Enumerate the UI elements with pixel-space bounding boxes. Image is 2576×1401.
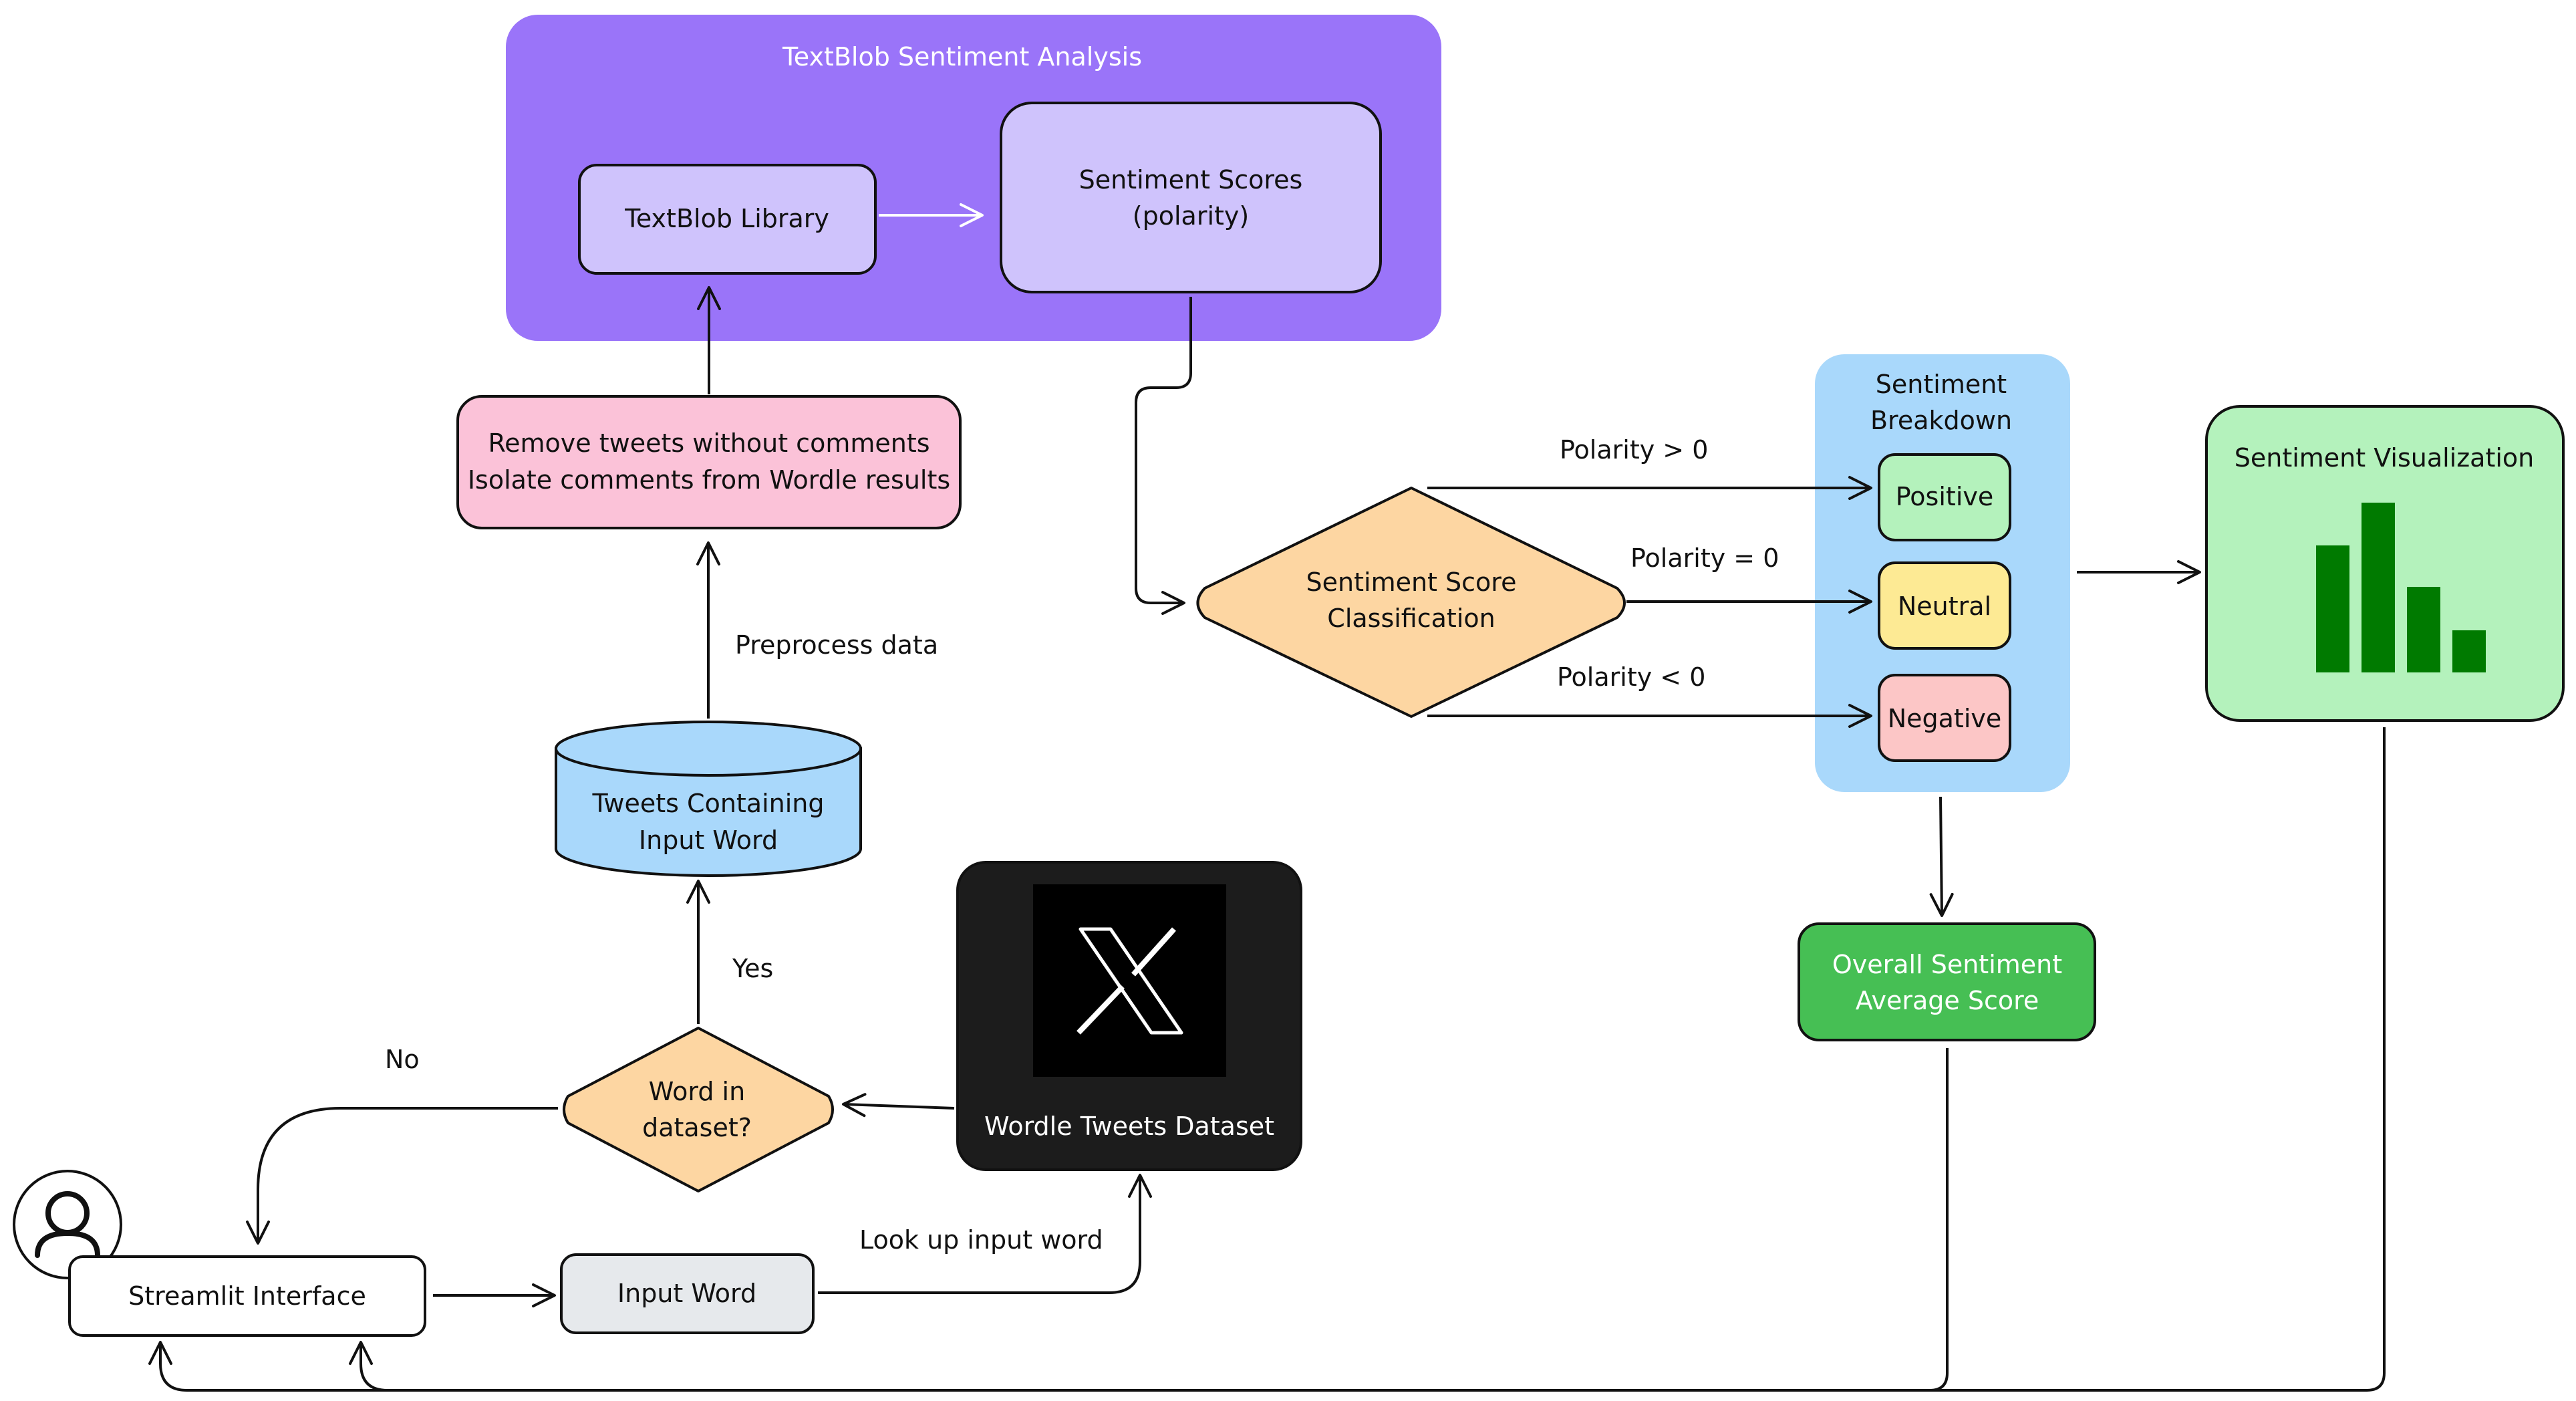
sentiment-scores-sublabel: (polarity)	[1133, 201, 1249, 231]
overall-line-1: Overall Sentiment	[1832, 950, 2062, 979]
dataset-to-decision-arrow	[842, 1093, 955, 1118]
negative-node[interactable]: Negative	[1878, 674, 2011, 762]
classification-decision[interactable]: Sentiment Score Classification	[1196, 487, 1626, 718]
word-in-dataset-line-1: Word in	[649, 1077, 745, 1106]
overall-line-2: Average Score	[1856, 986, 2039, 1015]
classification-line-2: Classification	[1327, 604, 1495, 633]
tweets-database-node[interactable]: Tweets Containing Input Word	[555, 721, 862, 877]
bar-chart-icon	[2316, 503, 2486, 672]
user-icon	[13, 1170, 122, 1279]
neutral-node[interactable]: Neutral	[1878, 561, 2011, 650]
overall-sentiment-node[interactable]: Overall Sentiment Average Score	[1798, 922, 2096, 1041]
positive-label: Positive	[1896, 482, 1994, 511]
word-in-dataset-decision[interactable]: Word in dataset?	[563, 1027, 834, 1192]
remove-tweets-line-2: Isolate comments from Wordle results	[468, 465, 950, 495]
lookup-label: Look up input word	[859, 1225, 1103, 1255]
tweets-db-line-1: Tweets Containing	[592, 789, 825, 818]
word-in-dataset-line-2: dataset?	[642, 1113, 752, 1142]
polarity-positive-label: Polarity > 0	[1560, 435, 1708, 465]
breakdown-to-overall-arrow	[1929, 796, 1954, 917]
lookup-arrow	[818, 1174, 1152, 1294]
positive-node[interactable]: Positive	[1878, 453, 2011, 541]
neutral-label: Neutral	[1898, 592, 1991, 621]
streamlit-interface-label: Streamlit Interface	[128, 1281, 366, 1311]
wordle-dataset-label: Wordle Tweets Dataset	[984, 1112, 1274, 1141]
sentiment-scores-label: Sentiment Scores	[1079, 165, 1303, 195]
no-label: No	[385, 1045, 420, 1074]
textblob-library-label: TextBlob Library	[624, 204, 829, 233]
visualization-node[interactable]: Sentiment Visualization	[2205, 405, 2565, 722]
sentiment-scores-node[interactable]: Sentiment Scores (polarity)	[1000, 102, 1382, 293]
wordle-dataset-node[interactable]: Wordle Tweets Dataset	[956, 861, 1302, 1171]
yes-label: Yes	[732, 954, 773, 983]
input-word-label: Input Word	[617, 1279, 756, 1308]
polarity-negative-label: Polarity < 0	[1557, 662, 1705, 692]
no-arrow	[246, 1107, 558, 1245]
input-word-node[interactable]: Input Word	[560, 1253, 815, 1334]
remove-tweets-node[interactable]: Remove tweets without comments Isolate c…	[456, 395, 962, 529]
classification-line-1: Sentiment Score	[1306, 567, 1517, 597]
visualization-feedback-arrow	[148, 727, 2386, 1392]
preprocess-label: Preprocess data	[735, 630, 938, 660]
tweets-db-line-2: Input Word	[639, 825, 778, 855]
remove-tweets-line-1: Remove tweets without comments	[488, 428, 929, 458]
polarity-neutral-label: Polarity = 0	[1630, 543, 1779, 573]
textblob-panel-title: TextBlob Sentiment Analysis	[782, 42, 1142, 72]
scores-to-classification-arrow	[1135, 297, 1192, 615]
x-logo-tile	[1033, 884, 1226, 1077]
textblob-library-node[interactable]: TextBlob Library	[578, 164, 877, 275]
x-logo-icon	[1077, 927, 1183, 1035]
breakdown-title-line-1: Sentiment	[1876, 370, 2007, 399]
breakdown-title-line-2: Breakdown	[1870, 406, 2012, 435]
negative-label: Negative	[1888, 704, 2002, 733]
streamlit-interface-node[interactable]: Streamlit Interface	[68, 1255, 426, 1337]
visualization-title: Sentiment Visualization	[2235, 443, 2535, 473]
